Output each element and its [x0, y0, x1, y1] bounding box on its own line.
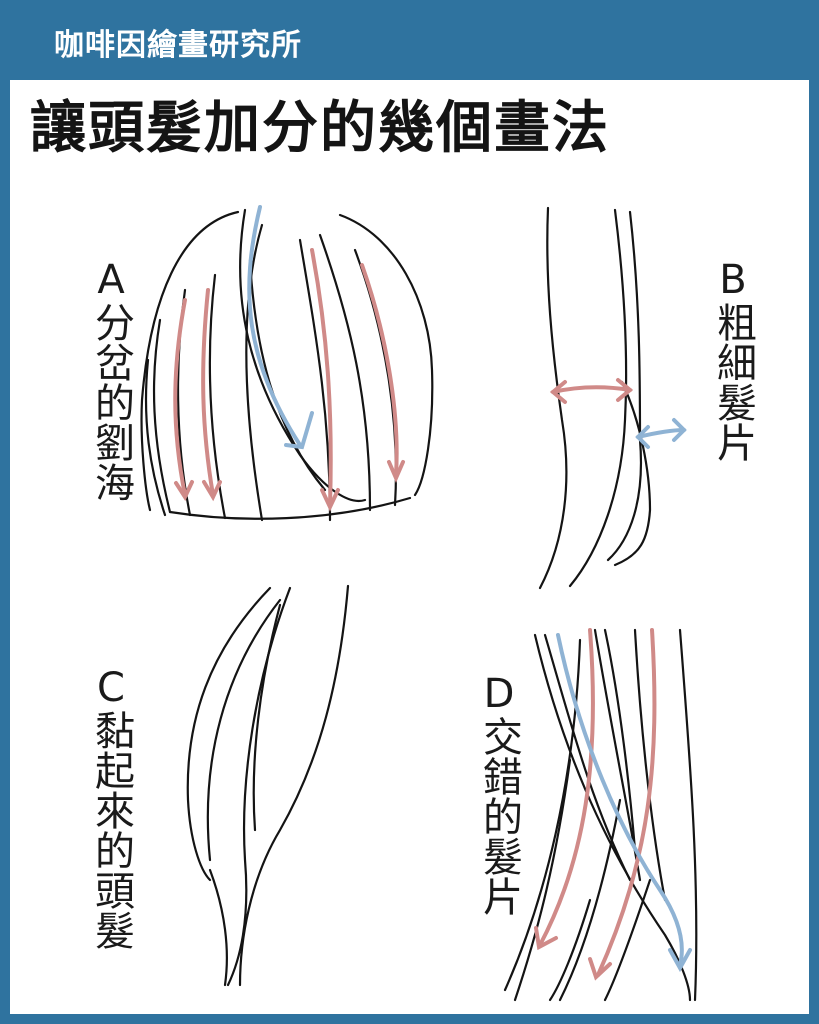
section-d-label: D 交錯的髮片 [474, 672, 524, 916]
content-panel [10, 80, 809, 1014]
section-c-letter: C [97, 665, 125, 711]
section-b-label: B 粗細髮片 [708, 258, 758, 462]
strand-thickness-drawing [538, 206, 652, 590]
brand-header: 咖啡因繪畫研究所 [54, 28, 302, 63]
section-c-label: C 黏起來的頭髮 [86, 666, 136, 950]
section-d-caption: 交錯的髮片 [476, 716, 522, 916]
section-b-caption: 粗細髮片 [710, 302, 756, 462]
crossing-strands-arrows [534, 628, 692, 981]
crossing-strands-drawing [503, 628, 698, 1002]
stuck-hair-drawing [186, 584, 350, 987]
section-c-caption: 黏起來的頭髮 [88, 710, 134, 950]
section-a-caption: 分岔的劉海 [88, 302, 134, 502]
bangs-arrows [173, 205, 405, 512]
section-d-letter: D [483, 671, 515, 717]
section-a-label: A 分岔的劉海 [86, 258, 136, 502]
section-b-letter: B [719, 257, 747, 303]
strand-thickness-arrows [549, 378, 687, 449]
section-a-letter: A [97, 257, 125, 303]
page-title: 讓頭髮加分的幾個畫法 [30, 95, 610, 161]
